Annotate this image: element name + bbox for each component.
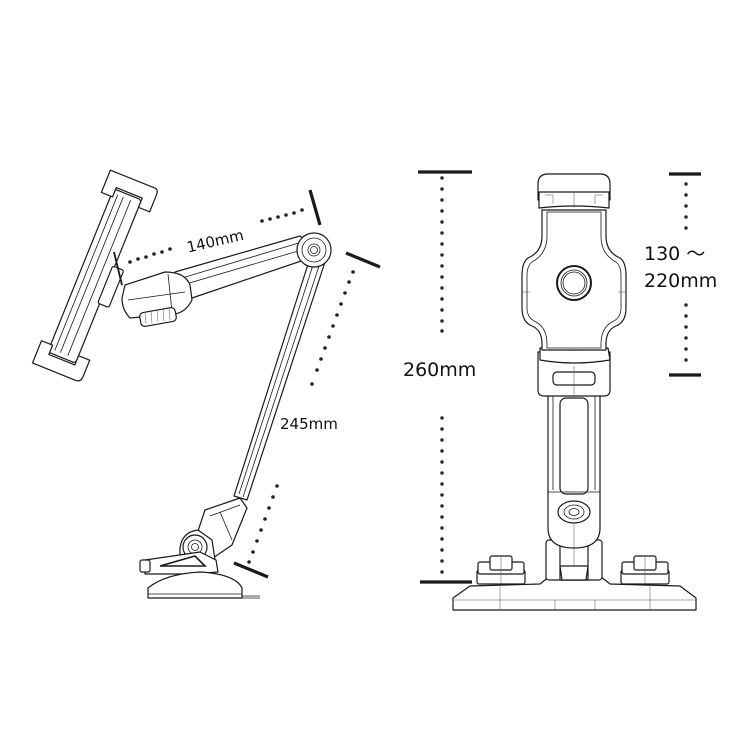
front-lower-jaw [537, 347, 611, 397]
dimension-tick [345, 251, 381, 269]
dimension-lower-arm: 245mm [233, 251, 381, 579]
lower-arm [233, 257, 326, 501]
dimension-label-clamp-range-min: 130 ～ [644, 243, 705, 265]
front-view [452, 173, 697, 611]
dimension-total-height: 260mm [403, 170, 476, 584]
dimension-label-clamp-range-max: 220mm [644, 270, 717, 292]
dimension-clamp-range: 130 ～ 220mm [644, 172, 717, 377]
center-dial [556, 265, 592, 301]
dimension-tick [308, 189, 322, 226]
front-base [452, 575, 697, 611]
tablet-clamp-side [31, 169, 158, 382]
dimension-dots [128, 208, 304, 264]
dimension-dots [247, 270, 355, 564]
dimension-dots [684, 182, 688, 362]
side-view [31, 169, 332, 599]
dimension-tick [233, 561, 269, 579]
base-pivot [179, 497, 248, 563]
right-knob [620, 555, 670, 586]
suction-lever [139, 551, 219, 575]
left-knob [476, 555, 526, 586]
suction-cup [147, 571, 260, 599]
dimension-label-lower-arm: 245mm [280, 415, 338, 433]
dimension-label-total-height: 260mm [403, 359, 476, 381]
dimension-label-upper-arm: 140mm [185, 226, 245, 257]
front-upper-jaw [537, 173, 611, 209]
elbow-joint [296, 232, 332, 268]
head-connector [121, 271, 193, 327]
front-arm [547, 389, 601, 549]
dimension-dots [440, 176, 444, 574]
dimension-tick [113, 251, 123, 286]
